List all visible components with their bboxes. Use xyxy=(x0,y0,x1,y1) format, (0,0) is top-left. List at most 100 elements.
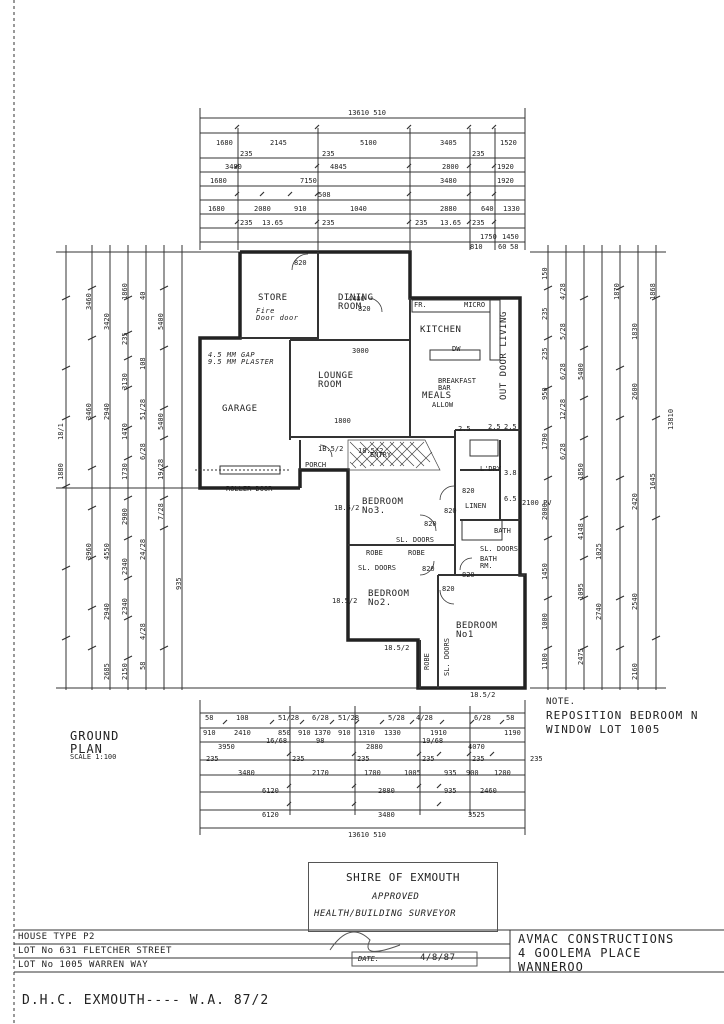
door-swing xyxy=(439,589,455,605)
door-swing xyxy=(319,444,333,458)
label-dishwasher: DW xyxy=(452,345,461,353)
dim-label-door: 820 xyxy=(422,565,435,573)
dim-label: 7150 xyxy=(300,177,317,185)
dim-top-overall: 13610 510 xyxy=(348,109,386,117)
label-microwave: MICRO xyxy=(464,301,486,309)
room-label-linen: LINEN xyxy=(465,502,487,510)
dim-label: 1370 xyxy=(314,729,331,737)
dim-label: 6/28 xyxy=(312,714,329,722)
dim-label: 60 xyxy=(498,243,507,251)
dim-label-vertical: 5/28 xyxy=(559,323,567,340)
dim-label-door: 820 xyxy=(462,571,475,579)
dim-label: 508 xyxy=(318,191,331,199)
dim-label-door: 820 xyxy=(358,305,371,313)
dim-label-vertical: 1730 xyxy=(121,463,129,480)
door-swing xyxy=(419,560,435,576)
dim-label-door: 820 xyxy=(424,520,437,528)
dim-label-window: 6.5 xyxy=(504,495,517,503)
dim-label-vertical: 1025 xyxy=(595,543,603,560)
stamp-approved: APPROVED xyxy=(372,892,420,902)
dim-label: 3525 xyxy=(468,811,485,819)
label-sliding-doors: SL. DOORS xyxy=(396,536,434,544)
label-roller-door: ROLLER DOOR xyxy=(226,485,273,493)
dim-label-vertical: 3420 xyxy=(103,313,111,330)
dim-label: 51/28 xyxy=(278,714,300,722)
dim-label: 1310 xyxy=(358,729,375,737)
dim-label-vertical: 108 xyxy=(139,357,147,370)
wall-north xyxy=(240,250,522,410)
dim-label: 850 xyxy=(278,729,291,737)
dim-label: 1700 xyxy=(364,769,381,777)
dim-label: 235 xyxy=(240,219,253,227)
dim-label-vertical: 5400 xyxy=(157,313,165,330)
dim-label-vertical: 2340 xyxy=(121,558,129,575)
dim-label-vertical: 3460 xyxy=(85,403,93,420)
dim-label: 58 xyxy=(205,714,214,722)
breakfast-bar-counter xyxy=(429,349,481,361)
dim-label-vertical: 235 xyxy=(541,307,549,320)
dim-label-door: 820 xyxy=(442,585,455,593)
dim-bottom-overall: 13610 510 xyxy=(348,831,386,839)
dim-label: 1190 xyxy=(504,729,521,737)
dim-label-window: 2.5 xyxy=(504,423,517,431)
dim-label-vertical: 4/28 xyxy=(559,283,567,300)
door-swing xyxy=(291,253,309,271)
dim-label: 16/68 xyxy=(266,737,288,745)
dim-label-vertical: 1470 xyxy=(121,423,129,440)
dim-label: 3480 xyxy=(378,811,395,819)
dim-label-vertical: 2420 xyxy=(631,493,639,510)
builder-name: AVMAC CONSTRUCTIONS xyxy=(518,932,675,946)
dim-label-window: 3.8 xyxy=(504,469,517,477)
room-label-laundry: L'DRY xyxy=(480,465,502,473)
dim-label-vertical: 4/28 xyxy=(139,623,147,640)
signature-scribble xyxy=(329,931,401,952)
dim-label-vertical: 51/28 xyxy=(139,398,147,420)
dim-label-vertical: 4550 xyxy=(103,543,111,560)
room-label-bedroom-2: BEDROOM No2. xyxy=(368,589,410,608)
dim-label: 235 xyxy=(472,150,485,158)
dim-label-vertical: 1790 xyxy=(541,433,549,450)
dim-ticks-vertical xyxy=(61,285,661,661)
dim-label: 1910 xyxy=(430,729,447,737)
dim-label: 5100 xyxy=(360,139,377,147)
dim-label-door: 820 xyxy=(294,259,307,267)
dim-label: 235 xyxy=(472,755,485,763)
dim-label-vertical: 2340 xyxy=(121,598,129,615)
dim-label: 6/28 xyxy=(474,714,491,722)
dim-label-vertical: 6/28 xyxy=(559,363,567,380)
dim-label-vertical: 2940 xyxy=(103,603,111,620)
dim-label: 4/28 xyxy=(416,714,433,722)
dim-label-vertical: 235 xyxy=(541,347,549,360)
store-handwritten-note: Fire Door door xyxy=(256,307,299,322)
dim-label-vertical: 1850 xyxy=(577,463,585,480)
dim-label: 3480 xyxy=(238,769,255,777)
stamp-date-label: DATE: xyxy=(358,955,380,963)
room-label-bath-rm: BATH RM. xyxy=(480,555,497,570)
dim-label: 58 xyxy=(506,714,515,722)
dim-label: 3480 xyxy=(440,177,457,185)
dim-label-vertical: 1000 xyxy=(541,613,549,630)
dim-label: 108 xyxy=(236,714,249,722)
dim-label: 1450 xyxy=(502,233,519,241)
dim-label: 4845 xyxy=(330,163,347,171)
dim-label-vertical: 6/28 xyxy=(139,443,147,460)
room-label-garage: GARAGE xyxy=(222,404,258,414)
dim-label-vertical: 24/28 xyxy=(139,538,147,560)
dim-label-vertical: 4148 xyxy=(577,523,585,540)
dim-label-vertical: 1450 xyxy=(541,563,549,580)
dim-label: 235 xyxy=(422,755,435,763)
label-sliding-doors: SL. DOORS xyxy=(480,545,518,553)
dim-label-vertical: 1100 xyxy=(541,653,549,670)
dim-label: 2880 xyxy=(440,205,457,213)
dim-label-vertical: 150 xyxy=(541,267,549,280)
door-swing xyxy=(419,514,437,532)
ground-plan-title: GROUND PLAN xyxy=(70,729,120,757)
dim-label: 1520 xyxy=(500,139,517,147)
door-swing xyxy=(367,297,383,313)
room-label-bedroom-3: BEDROOM No3. xyxy=(362,497,404,516)
laundry-tub xyxy=(469,439,499,457)
note-line-2: WINDOW LOT 1005 xyxy=(546,723,661,736)
dim-label-window: 1B.5/2 xyxy=(318,445,344,453)
plan-scale: SCALE 1:100 xyxy=(70,753,117,761)
